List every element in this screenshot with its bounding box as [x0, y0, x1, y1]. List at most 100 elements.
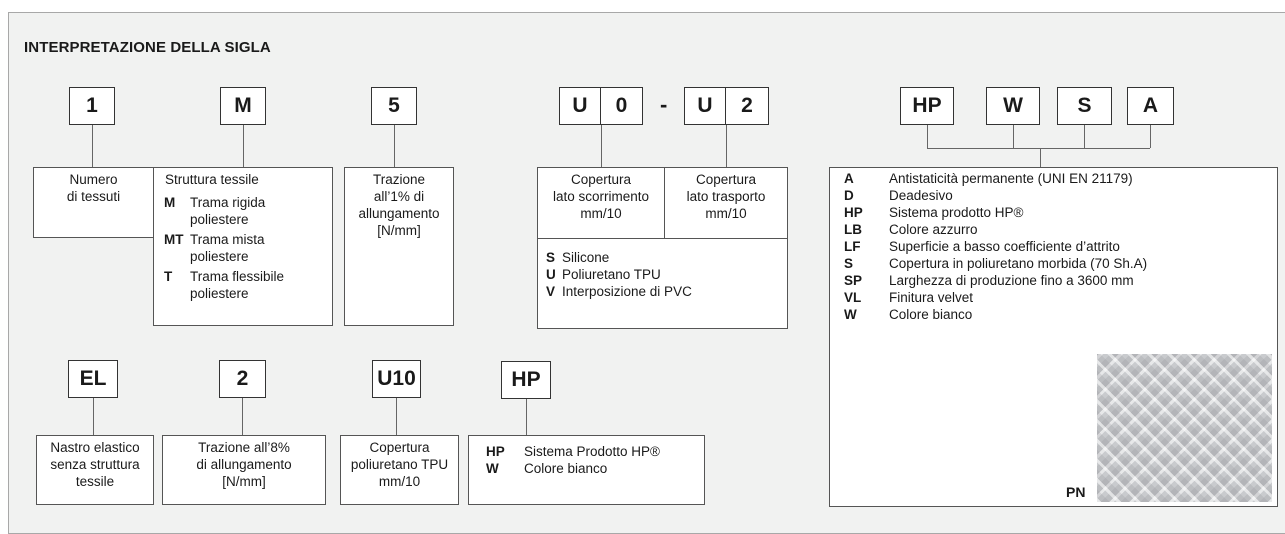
connector-line — [93, 398, 94, 435]
code-box-hp-2: HP — [501, 361, 551, 399]
code-u0-0-text: 0 — [615, 94, 628, 117]
text-line: mm/10 — [705, 206, 747, 221]
text-line: lato scorrimento — [552, 189, 650, 204]
connector-line — [927, 125, 928, 148]
text-line: Copertura — [695, 172, 757, 187]
copertura-scorrimento-box: Copertura lato scorrimento mm/10 — [537, 167, 665, 239]
legend-key: V — [546, 284, 556, 299]
code-box-u10: U10 — [372, 360, 421, 398]
pn-label: PN — [1066, 484, 1086, 500]
item-line: poliestere — [190, 249, 249, 264]
code-hp-text: HP — [912, 94, 942, 117]
item-line: Trama rigida — [190, 195, 266, 210]
connector-line — [1013, 125, 1014, 148]
code-el-text: EL — [79, 367, 107, 390]
code-u2-2-text: 2 — [741, 94, 753, 117]
legend-label: Larghezza di produzione fino a 3600 mm — [889, 273, 1134, 288]
legend-key: D — [844, 188, 854, 203]
text-line: mm/10 — [378, 474, 421, 489]
code-5-text: 5 — [388, 94, 400, 117]
trazione-1-box: Trazione all’1% di allungamento [N/mm] — [344, 167, 454, 326]
code-a-text: A — [1142, 94, 1159, 117]
code-box-u2-u: U — [684, 87, 726, 125]
text-line: Trazione — [372, 172, 426, 187]
struttura-heading: Struttura tessile — [165, 172, 259, 187]
connector-line — [1150, 125, 1151, 148]
code-1-text: 1 — [86, 94, 98, 117]
legend-item: SP Larghezza di produzione fino a 3600 mm — [844, 272, 1277, 289]
code-u2-u-text: U — [697, 94, 713, 117]
text-line: lato trasporto — [686, 189, 766, 204]
legend-key: SP — [844, 273, 863, 288]
connector-line — [1084, 125, 1085, 148]
text-line: [N/mm] — [377, 223, 421, 238]
code-box-s: S — [1057, 87, 1112, 125]
code-box-u2-2: 2 — [725, 87, 769, 125]
legend-item: V Interposizione di PVC — [546, 283, 787, 300]
text-line: mm/10 — [580, 206, 622, 221]
text-line: allungamento — [358, 206, 440, 221]
code-box-5: 5 — [371, 87, 417, 125]
text-line: Copertura — [369, 440, 430, 455]
pn-surface-texture — [1097, 354, 1272, 502]
text-line: [N/mm] — [222, 474, 266, 489]
code-box-1: 1 — [69, 87, 115, 125]
connector-line — [92, 125, 93, 167]
copertura-tpu-box: Copertura poliuretano TPU mm/10 — [340, 435, 459, 505]
legend-key: W — [844, 307, 857, 322]
connector-line — [396, 398, 397, 435]
code-m-text: M — [234, 94, 252, 117]
connector-line — [526, 399, 527, 435]
code-box-hp: HP — [900, 87, 954, 125]
text-line: poliuretano TPU — [350, 457, 449, 472]
legend-label: Antistaticità permanente (UNI EN 21179) — [889, 171, 1133, 186]
code-hp-2-text: HP — [511, 368, 541, 391]
legend-key: LF — [844, 239, 861, 254]
legend-key: HP — [844, 205, 863, 220]
text-line: Copertura — [570, 172, 632, 187]
item-line: Trama mista — [190, 232, 265, 247]
legend-label: Copertura in poliuretano morbida (70 Sh.… — [889, 256, 1148, 271]
text-line: di allungamento — [196, 457, 292, 472]
numero-tessuti-box: Numero di tessuti — [33, 167, 154, 238]
legend-item: VL Finitura velvet — [844, 289, 1277, 306]
legend-label: Interposizione di PVC — [562, 284, 692, 299]
legend-label: Deadesivo — [889, 188, 953, 203]
code-w-text: W — [1003, 94, 1023, 117]
code-s-text: S — [1077, 94, 1092, 117]
options-legend-box: A Antistaticità permanente (UNI EN 21179)… — [829, 167, 1278, 507]
legend-label: Sistema prodotto HP® — [889, 205, 1024, 220]
connector-line — [927, 148, 1150, 149]
legend-label: Silicone — [562, 250, 610, 265]
connector-line — [394, 125, 395, 167]
code-box-w: W — [986, 87, 1040, 125]
text-line: all’1% di — [373, 189, 425, 204]
text-line: senza struttura — [50, 457, 140, 472]
code-u10-text: U10 — [377, 367, 416, 390]
text-line: Numero — [69, 172, 118, 187]
text-line: di tessuti — [66, 189, 121, 204]
text-line: tessile — [75, 474, 115, 489]
legend-label: Superficie a basso coefficiente d’attrit… — [889, 239, 1120, 254]
legend-label: Finitura velvet — [889, 290, 974, 305]
copertura-trasporto-box: Copertura lato trasporto mm/10 — [664, 167, 788, 239]
code-box-2: 2 — [219, 360, 266, 398]
code-separator-dash: - — [660, 92, 668, 117]
item-line: poliestere — [190, 212, 249, 227]
code-box-u0-u: U — [559, 87, 601, 125]
code-box-u0-0: 0 — [600, 87, 643, 125]
struttura-item: MT Trama mista poliestere — [154, 231, 332, 265]
item-line: poliestere — [190, 286, 249, 301]
legend-key: A — [844, 171, 854, 186]
item-key: MT — [164, 232, 184, 247]
legend-key: VL — [844, 290, 862, 305]
